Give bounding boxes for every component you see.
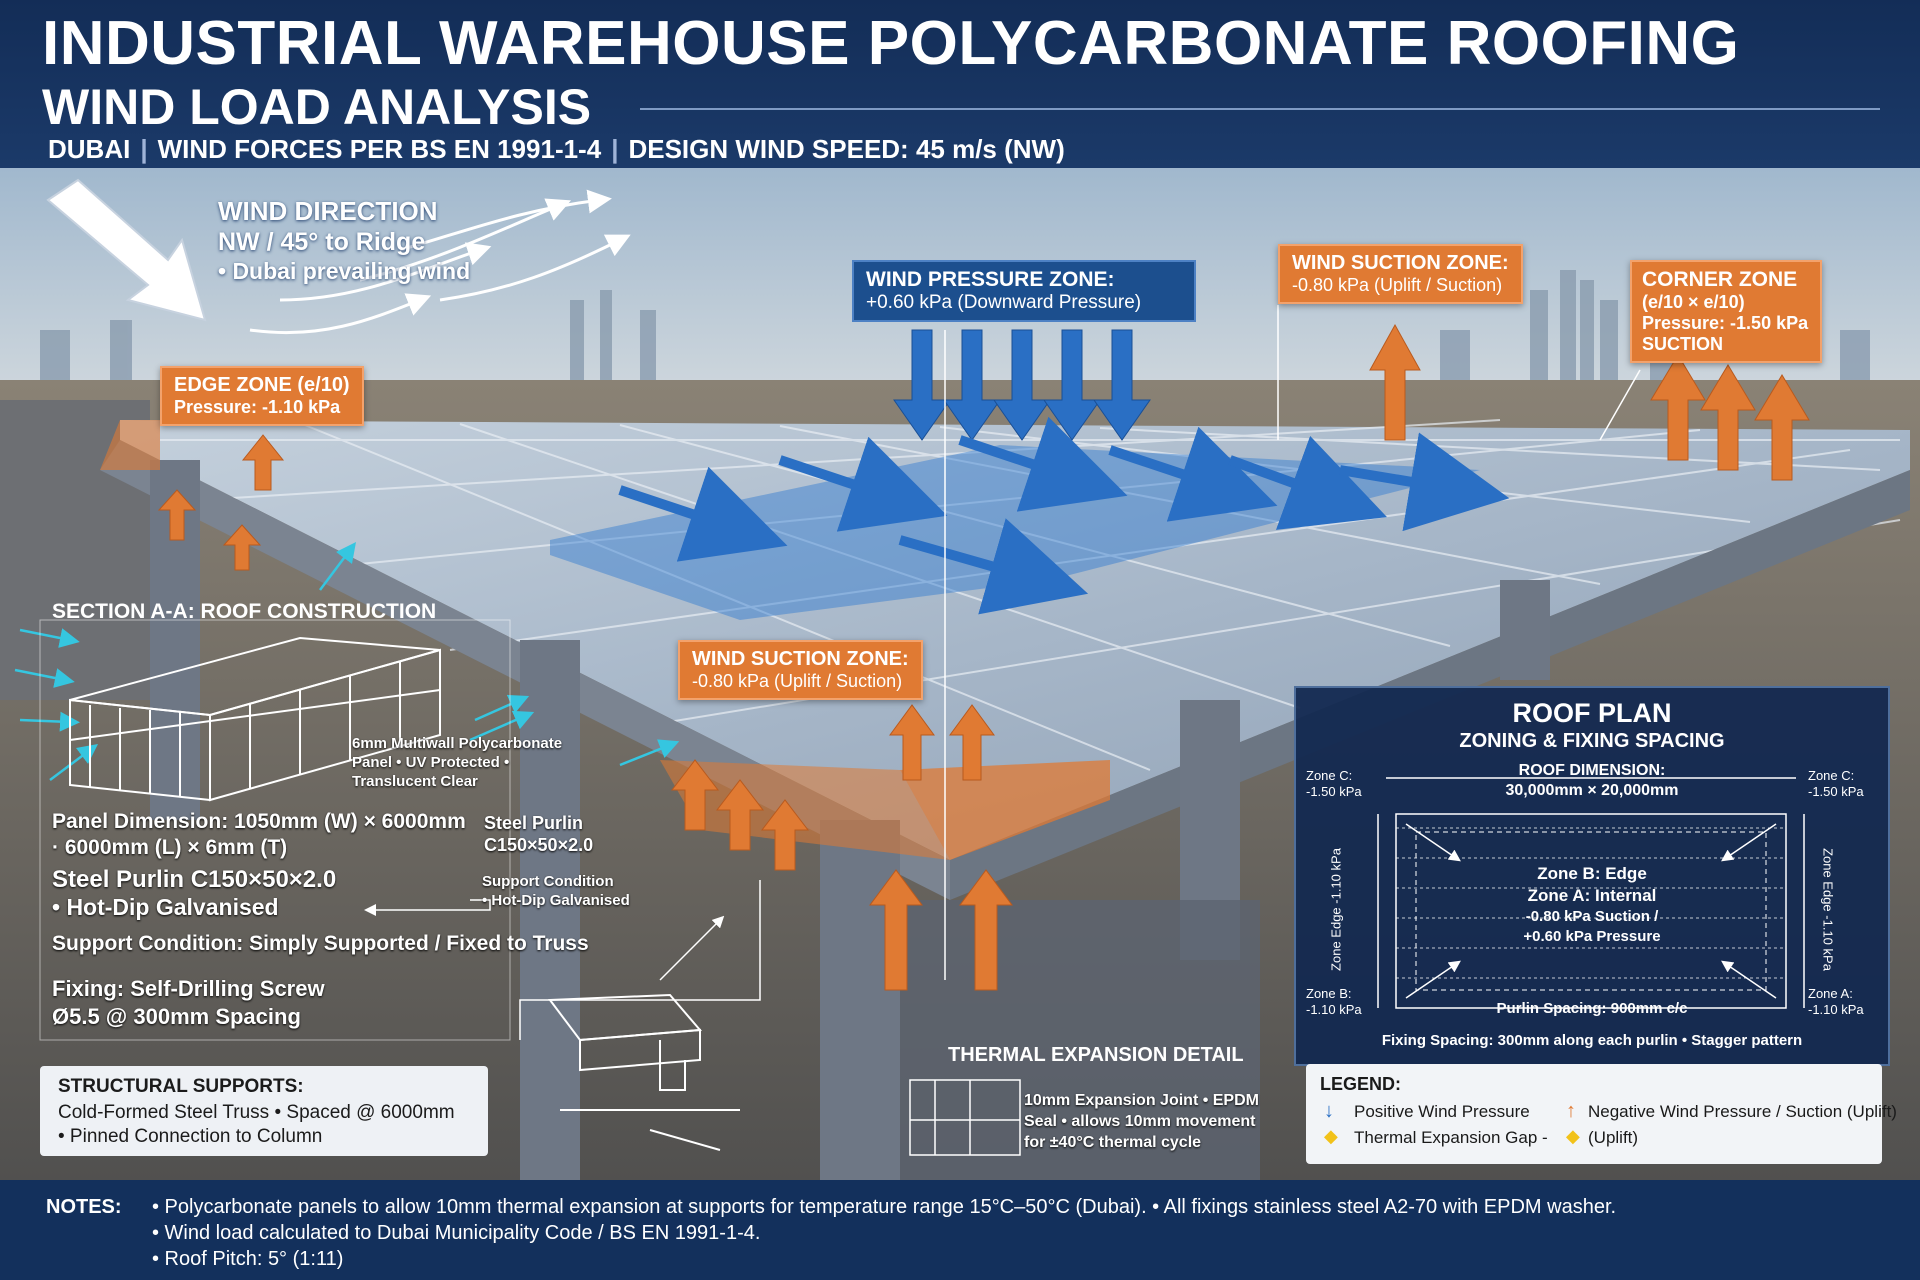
legend-gap: Thermal Expansion Gap - — [1354, 1128, 1548, 1147]
panel-dimension-2: · 6000mm (L) × 6mm (T) — [52, 836, 288, 859]
plan-zone-tr: Zone C:-1.50 kPa — [1808, 768, 1864, 799]
thermal-description: 10mm Expansion Joint • EPDM Seal • allow… — [1024, 1092, 1259, 1151]
notes-label: NOTES: — [46, 1196, 122, 1218]
plan-center-3: -0.80 kPa Suction / — [1525, 908, 1659, 925]
edge-zone-label: EDGE ZONE (e/10) Pressure: -1.10 kPa — [160, 366, 364, 426]
supports-line2: • Pinned Connection to Column — [58, 1126, 323, 1147]
support-callout: Support Condition • Hot-Dip Galvanised — [482, 873, 630, 909]
fixing-spec-2: Ø5.5 @ 300mm Spacing — [52, 1004, 301, 1029]
plan-fixing-spacing: Fixing Spacing: 300mm along each purlin … — [1381, 1032, 1803, 1049]
plan-zone-tl: Zone C:-1.50 kPa — [1306, 768, 1362, 799]
page-subtitle: WIND LOAD ANALYSIS — [42, 79, 592, 135]
fixing-detail — [548, 993, 740, 1151]
wind-direction-angle: NW / 45° to Ridge — [218, 228, 426, 256]
note-line-2: • Wind load calculated to Dubai Municipa… — [152, 1222, 761, 1244]
legend-diamond-icon: ◆ — [1324, 1126, 1338, 1146]
fixing-spec-1: Fixing: Self-Drilling Screw — [52, 976, 325, 1001]
header — [0, 0, 1920, 168]
plan-purlin-spacing: Purlin Spacing: 900mm c/c — [1496, 1000, 1688, 1017]
title-divider — [640, 108, 1880, 110]
notes-bar: NOTES: • Polycarbonate panels to allow 1… — [0, 1180, 1920, 1280]
legend-title: LEGEND: — [1320, 1074, 1401, 1094]
subtitle-speed: DESIGN WIND SPEED: 45 m/s (NW) — [628, 134, 1065, 164]
uplift-arrows — [157, 323, 1810, 991]
legend-negative: Negative Wind Pressure / Suction (Uplift… — [1588, 1102, 1897, 1121]
wind-direction-note: • Dubai prevailing wind — [218, 258, 471, 284]
roof-plan-drawing — [1377, 777, 1805, 1009]
roof-plan-panel: ROOF PLAN ZONING & FIXING SPACING ROOF D… — [1294, 686, 1890, 1066]
corner-zone-label: CORNER ZONE (e/10 × e/10) Pressure: -1.5… — [1630, 260, 1822, 363]
roof-plan-title: ROOF PLAN — [1512, 698, 1672, 728]
page-title: INDUSTRIAL WAREHOUSE POLYCARBONATE ROOFI… — [42, 9, 1740, 78]
wind-streamlines — [249, 189, 631, 335]
wind-direction-arrow — [46, 178, 207, 322]
roof-wind-arrows — [618, 416, 1510, 615]
wind-direction-title: WIND DIRECTION — [218, 196, 438, 226]
section-title: SECTION A-A: ROOF CONSTRUCTION — [52, 600, 437, 623]
purlin-spec: Steel Purlin C150×50×2.0 — [52, 866, 337, 893]
support-condition: Support Condition: Simply Supported / Fi… — [52, 932, 589, 955]
downward-pressure-arrows — [893, 329, 1151, 441]
structural-supports-box: STRUCTURAL SUPPORTS: Cold-Formed Steel T… — [40, 1066, 488, 1156]
legend-uplift: (Uplift) — [1588, 1128, 1639, 1147]
pressure-zone-label: WIND PRESSURE ZONE: +0.60 kPa (Downward … — [852, 260, 1196, 322]
note-line-3: • Roof Pitch: 5° (1:11) — [152, 1248, 344, 1270]
legend-positive: Positive Wind Pressure — [1354, 1102, 1530, 1121]
corner-suction-band — [900, 760, 1110, 860]
plan-center-4: +0.60 kPa Pressure — [1523, 928, 1661, 945]
panel-callout: 6mm Multiwall Polycarbonate Panel • UV P… — [352, 735, 563, 790]
legend: LEGEND: ↓ Positive Wind Pressure ↑ Negat… — [1306, 1064, 1897, 1164]
roof-dimension-label: ROOF DIMENSION: — [1518, 762, 1666, 779]
purlin-callout: Steel Purlin C150×50×2.0 — [484, 813, 594, 855]
galvanised-spec: • Hot-Dip Galvanised — [52, 894, 279, 920]
roof-dimension-value: 30,000mm × 20,000mm — [1505, 782, 1679, 799]
subtitle-bar: DUBAI|WIND FORCES PER BS EN 1991-1-4|DES… — [48, 134, 1065, 164]
plan-zone-br: Zone A:-1.10 kPa — [1808, 986, 1864, 1017]
thermal-title: THERMAL EXPANSION DETAIL — [948, 1044, 1244, 1066]
section-drawing — [69, 636, 441, 802]
panel-dimension-1: Panel Dimension: 1050mm (W) × 6000mm — [52, 810, 466, 833]
subtitle-code: WIND FORCES PER BS EN 1991-1-4 — [157, 134, 602, 164]
supports-title: STRUCTURAL SUPPORTS: — [58, 1076, 304, 1097]
subtitle-location: DUBAI — [48, 134, 131, 164]
roof-plan-subtitle: ZONING & FIXING SPACING — [1459, 730, 1725, 752]
legend-orange-arrow-icon: ↑ — [1566, 1100, 1576, 1122]
supports-line1: Cold-Formed Steel Truss • Spaced @ 6000m… — [58, 1102, 455, 1123]
plan-center-2: Zone A: Internal — [1527, 886, 1657, 905]
legend-diamond-icon-2: ◆ — [1566, 1126, 1580, 1146]
plan-center-1: Zone B: Edge — [1537, 864, 1647, 883]
plan-zone-bl: Zone B:-1.10 kPa — [1306, 986, 1362, 1017]
suction-zone-label-mid: WIND SUCTION ZONE: -0.80 kPa (Uplift / S… — [678, 640, 923, 700]
note-line-1: • Polycarbonate panels to allow 10mm the… — [152, 1196, 1617, 1218]
legend-blue-arrow-icon: ↓ — [1324, 1100, 1334, 1122]
suction-zone-label-top: WIND SUCTION ZONE: -0.80 kPa (Uplift / S… — [1278, 244, 1523, 304]
